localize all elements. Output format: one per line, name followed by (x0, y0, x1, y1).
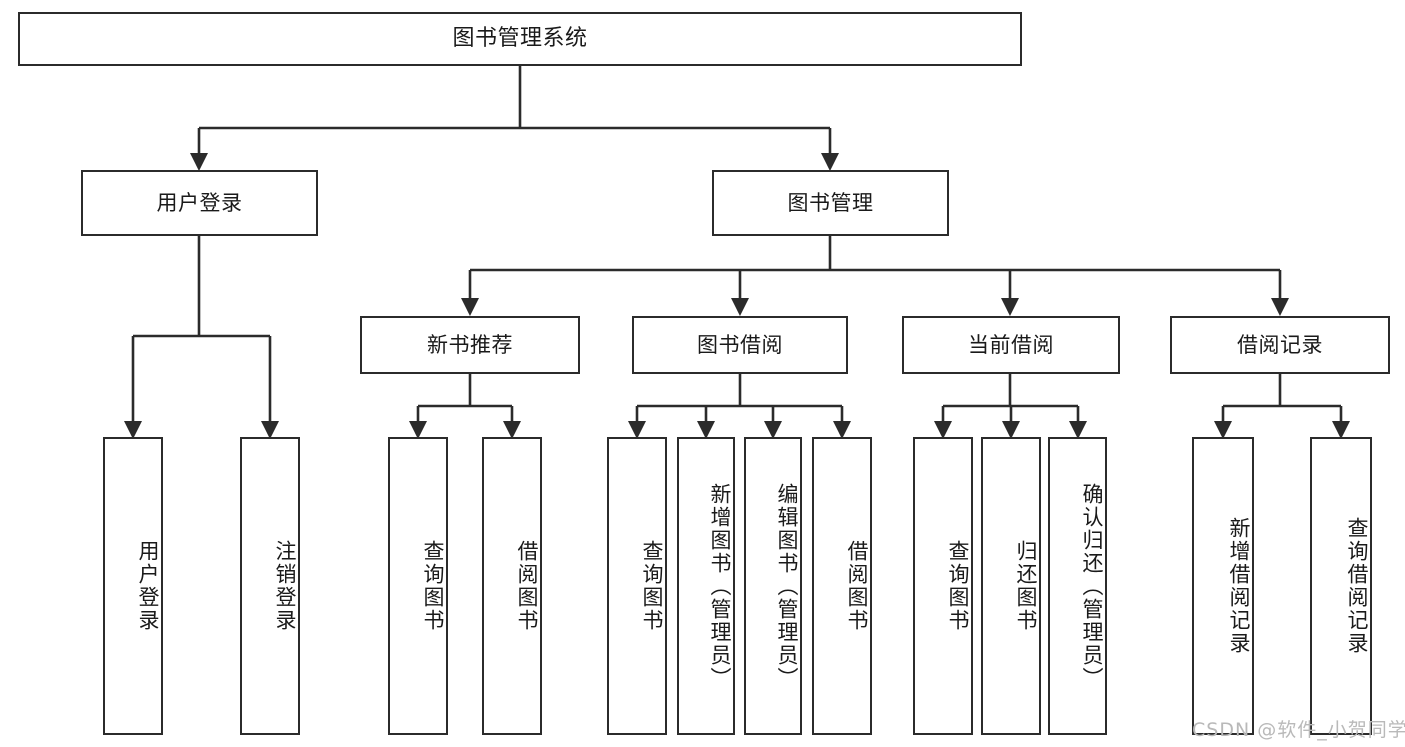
leaf-edit-book[interactable]: 编辑图书（管理员） (744, 437, 802, 735)
node-user-login[interactable]: 用户登录 (81, 170, 318, 236)
node-new-book-recommend[interactable]: 新书推荐 (360, 316, 580, 374)
leaf-logout-label: 注销登录 (273, 540, 297, 632)
leaf-query-book-3-label: 查询图书 (946, 540, 970, 632)
node-root[interactable]: 图书管理系统 (18, 12, 1022, 66)
leaf-query-record-label: 查询借阅记录 (1345, 517, 1369, 655)
leaf-borrow-book-2-label: 借阅图书 (845, 540, 869, 632)
leaf-user-login[interactable]: 用户登录 (103, 437, 163, 735)
leaf-return-book-label: 归还图书 (1014, 540, 1038, 632)
leaf-logout[interactable]: 注销登录 (240, 437, 300, 735)
leaf-edit-book-label: 编辑图书（管理员） (775, 482, 799, 690)
node-current-borrow[interactable]: 当前借阅 (902, 316, 1120, 374)
leaf-add-book-label: 新增图书（管理员） (708, 482, 732, 690)
leaf-return-book[interactable]: 归还图书 (981, 437, 1041, 735)
leaf-query-book-3[interactable]: 查询图书 (913, 437, 973, 735)
leaf-query-book-1[interactable]: 查询图书 (388, 437, 448, 735)
leaf-query-book-1-label: 查询图书 (421, 540, 445, 632)
leaf-borrow-book-2[interactable]: 借阅图书 (812, 437, 872, 735)
leaf-confirm-return[interactable]: 确认归还（管理员） (1048, 437, 1107, 735)
leaf-confirm-return-label: 确认归还（管理员） (1080, 482, 1104, 690)
node-book-manage[interactable]: 图书管理 (712, 170, 949, 236)
node-borrow-record[interactable]: 借阅记录 (1170, 316, 1390, 374)
leaf-query-book-2-label: 查询图书 (640, 540, 664, 632)
leaf-user-login-label: 用户登录 (136, 540, 160, 632)
leaf-borrow-book-1[interactable]: 借阅图书 (482, 437, 542, 735)
node-current-borrow-label: 当前借阅 (968, 332, 1054, 357)
node-user-login-label: 用户登录 (156, 190, 243, 215)
leaf-add-record-label: 新增借阅记录 (1227, 517, 1251, 655)
node-book-borrow[interactable]: 图书借阅 (632, 316, 848, 374)
leaf-add-book[interactable]: 新增图书（管理员） (677, 437, 735, 735)
node-borrow-record-label: 借阅记录 (1237, 332, 1323, 357)
node-new-book-recommend-label: 新书推荐 (427, 332, 513, 357)
node-book-manage-label: 图书管理 (787, 190, 874, 215)
leaf-query-book-2[interactable]: 查询图书 (607, 437, 667, 735)
leaf-add-record[interactable]: 新增借阅记录 (1192, 437, 1254, 735)
leaf-query-record[interactable]: 查询借阅记录 (1310, 437, 1372, 735)
leaf-borrow-book-1-label: 借阅图书 (515, 540, 539, 632)
node-root-label: 图书管理系统 (452, 26, 588, 52)
node-book-borrow-label: 图书借阅 (697, 332, 783, 357)
